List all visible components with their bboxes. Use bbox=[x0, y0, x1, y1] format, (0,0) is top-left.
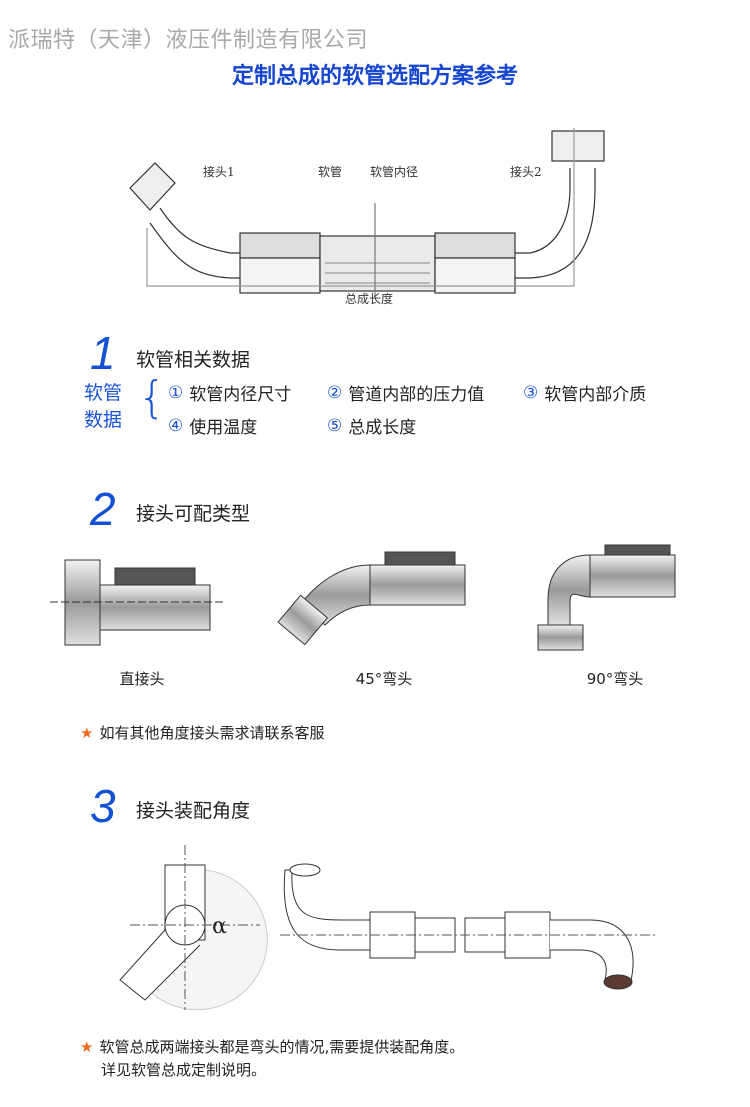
section-2-number: 2 bbox=[90, 483, 116, 535]
section-3-note: ★ 软管总成两端接头都是弯头的情况,需要提供装配角度。 详见软管总成定制说明。 bbox=[80, 1036, 464, 1082]
assembly-angle-diagram: α bbox=[119, 845, 268, 1011]
number-marker: ③ bbox=[523, 382, 539, 403]
note-text: 如有其他角度接头需求请联系客服 bbox=[99, 724, 325, 742]
brace-icon: { bbox=[138, 372, 166, 423]
section-1-heading: 软管相关数据 bbox=[136, 349, 251, 371]
number-marker: ① bbox=[168, 382, 184, 403]
label-fitting-2: 接头2 bbox=[510, 164, 542, 179]
label-fitting-1: 接头1 bbox=[203, 164, 235, 179]
hose-data-label-line-1: 软管 bbox=[84, 382, 123, 404]
star-icon: ★ bbox=[80, 1038, 94, 1056]
note-line-2: 详见软管总成定制说明。 bbox=[101, 1061, 267, 1079]
star-icon: ★ bbox=[80, 724, 94, 742]
label-inner-diameter: 软管内径 bbox=[370, 164, 418, 179]
label-total-length: 总成长度 bbox=[345, 291, 393, 306]
straight-fitting-image bbox=[50, 559, 225, 646]
type-90-elbow: 90°弯头 bbox=[586, 670, 644, 688]
type-straight: 直接头 bbox=[119, 670, 165, 688]
section-2-note: ★ 如有其他角度接头需求请联系客服 bbox=[80, 722, 324, 745]
number-marker: ② bbox=[327, 382, 343, 403]
section-2-heading: 接头可配类型 bbox=[136, 503, 251, 525]
type-45-elbow: 45°弯头 bbox=[355, 670, 413, 688]
section-1-number: 1 bbox=[90, 327, 116, 379]
double-elbow-assembly-diagram bbox=[280, 863, 655, 990]
number-marker: ⑤ bbox=[327, 415, 343, 436]
note-line-1: 软管总成两端接头都是弯头的情况,需要提供装配角度。 bbox=[99, 1038, 465, 1056]
alpha-symbol: α bbox=[212, 914, 227, 939]
page-title: 定制总成的软管选配方案参考 bbox=[231, 64, 518, 89]
90-degree-elbow-image bbox=[537, 544, 676, 651]
item-text: 软管内部介质 bbox=[544, 385, 647, 405]
section-3-number: 3 bbox=[90, 780, 116, 832]
item-text: 管道内部的压力值 bbox=[348, 385, 485, 405]
company-name: 派瑞特（天津）液压件制造有限公司 bbox=[8, 28, 369, 53]
section-3-heading: 接头装配角度 bbox=[136, 800, 251, 822]
45-degree-elbow-image bbox=[277, 551, 466, 646]
hose-assembly-diagram: 接头1 软管 软管内径 接头2 总成长度 bbox=[129, 128, 605, 306]
number-marker: ④ bbox=[168, 415, 184, 436]
item-text: 使用温度 bbox=[189, 418, 258, 438]
item-text: 总成长度 bbox=[348, 418, 417, 438]
label-hose: 软管 bbox=[318, 164, 342, 179]
hose-data-label: 软管 数据 bbox=[84, 380, 122, 434]
item-text: 软管内径尺寸 bbox=[189, 385, 292, 405]
hose-data-label-line-2: 数据 bbox=[84, 409, 123, 431]
